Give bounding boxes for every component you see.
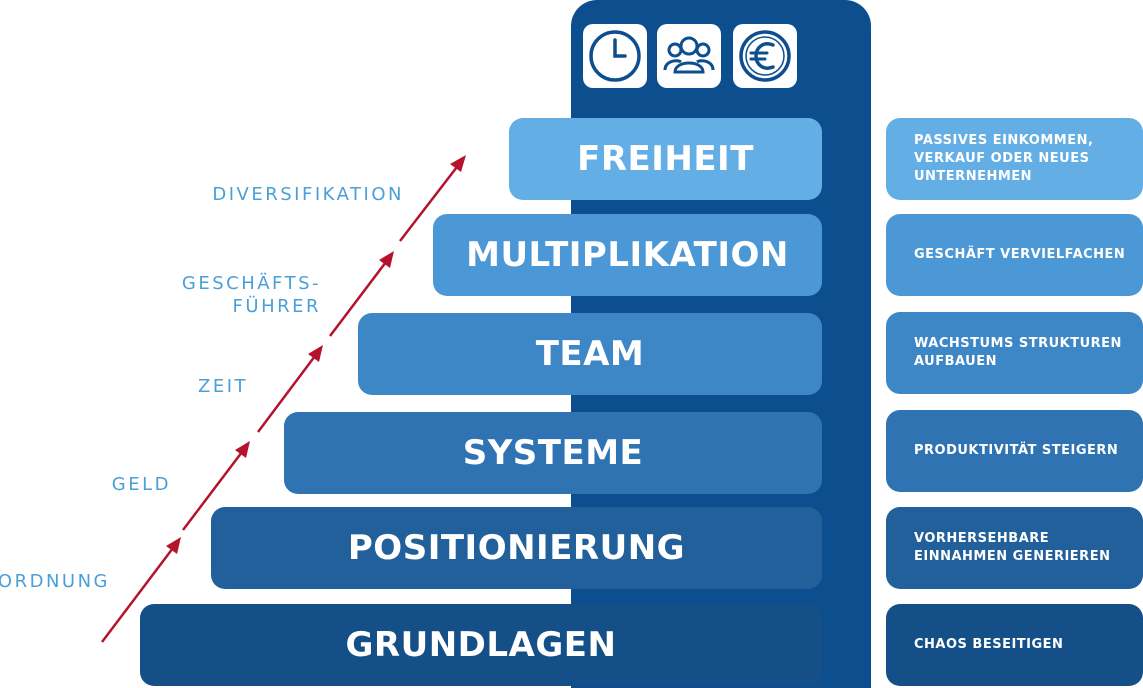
step-positionierung: POSITIONIERUNG bbox=[211, 507, 822, 589]
euro-icon bbox=[739, 30, 791, 82]
clock-icon bbox=[589, 30, 641, 82]
description-freiheit: PASSIVES EINKOMMEN, VERKAUF ODER NEUES U… bbox=[886, 118, 1143, 200]
people-icon-tile bbox=[657, 24, 721, 88]
description-multiplikation: GESCHÄFT VERVIELFACHEN bbox=[886, 214, 1143, 296]
label-geld: GELD bbox=[111, 474, 171, 495]
description-text: PASSIVES EINKOMMEN, VERKAUF ODER NEUES U… bbox=[914, 133, 1094, 184]
label-ordnung: ORDNUNG bbox=[0, 571, 110, 592]
clock-icon-tile bbox=[583, 24, 647, 88]
euro-icon-tile bbox=[733, 24, 797, 88]
label-zeit: ZEIT bbox=[197, 376, 248, 397]
description-team: WACHSTUMS STRUKTUREN AUFBAUEN bbox=[886, 312, 1143, 394]
description-grundlagen: CHAOS BESEITIGEN bbox=[886, 604, 1143, 686]
arrow-segment bbox=[329, 257, 390, 337]
step-grundlagen: GRUNDLAGEN bbox=[140, 604, 822, 686]
arrow-segment bbox=[257, 351, 319, 433]
arrow-segment bbox=[399, 162, 461, 242]
step-title: MULTIPLIKATION bbox=[466, 235, 789, 275]
step-multiplikation: MULTIPLIKATION bbox=[433, 214, 822, 296]
step-title: GRUNDLAGEN bbox=[345, 625, 617, 665]
step-systeme: SYSTEME bbox=[284, 412, 822, 494]
arrow-segment bbox=[101, 543, 177, 643]
arrow-head bbox=[308, 345, 323, 362]
step-title: SYSTEME bbox=[462, 433, 644, 473]
people-icon bbox=[663, 36, 715, 74]
step-freiheit: FREIHEIT bbox=[509, 118, 822, 200]
step-title: FREIHEIT bbox=[577, 139, 754, 179]
description-text: CHAOS BESEITIGEN bbox=[914, 637, 1064, 652]
step-title: POSITIONIERUNG bbox=[347, 528, 686, 568]
arrow-head bbox=[379, 251, 394, 268]
arrow-segment bbox=[182, 447, 246, 531]
description-text: GESCHÄFT VERVIELFACHEN bbox=[914, 247, 1126, 262]
step-title: TEAM bbox=[535, 334, 645, 374]
label-geschaeftsfuehrer: GESCHÄFTS- FÜHRER bbox=[181, 273, 321, 317]
label-diversifikation: DIVERSIFIKATION bbox=[212, 184, 404, 205]
arrow-head bbox=[166, 537, 181, 554]
description-text: PRODUKTIVITÄT STEIGERN bbox=[914, 443, 1119, 458]
step-team: TEAM bbox=[358, 313, 822, 395]
description-positionierung: VORHERSEHBARE EINNAHMEN GENERIEREN bbox=[886, 507, 1143, 589]
description-text: WACHSTUMS STRUKTUREN AUFBAUEN bbox=[914, 336, 1122, 369]
description-systeme: PRODUKTIVITÄT STEIGERN bbox=[886, 410, 1143, 492]
arrow-head bbox=[235, 441, 250, 458]
arrow-head bbox=[450, 155, 466, 172]
description-text: VORHERSEHBARE EINNAHMEN GENERIEREN bbox=[914, 531, 1111, 564]
